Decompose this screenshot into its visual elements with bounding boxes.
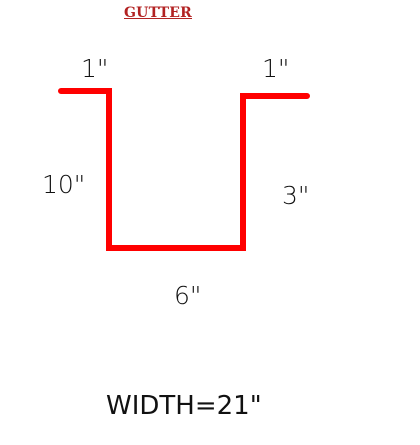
left-height-dimension: 10" <box>42 170 86 199</box>
right-height-dimension: 3" <box>282 181 310 210</box>
total-width-label: WIDTH=21" <box>106 391 262 421</box>
left-flange-dimension: 1" <box>81 54 109 83</box>
bottom-width-dimension: 6" <box>174 281 202 310</box>
gutter-profile-line <box>58 88 310 251</box>
diagram-title: GUTTER <box>124 5 193 21</box>
right-flange-dimension: 1" <box>262 54 290 83</box>
